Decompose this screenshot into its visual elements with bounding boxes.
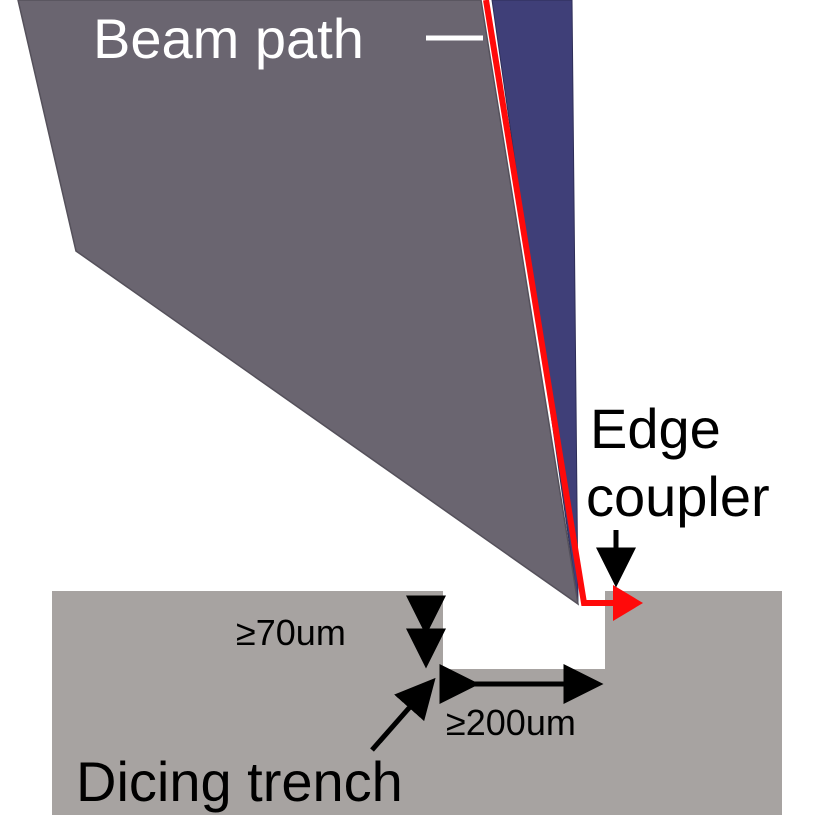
trench-depth-label: ≥70um	[236, 612, 346, 653]
edge-coupler-label-line1: Edge	[590, 397, 721, 460]
edge-coupler-label-line2: coupler	[586, 465, 770, 528]
fiber-block-face	[17, 0, 580, 606]
trench-width-label: ≥200um	[446, 702, 576, 743]
beam-path-line	[483, 0, 643, 621]
dicing-trench-label: Dicing trench	[76, 750, 403, 813]
dicing-trench-pointer-arrow	[370, 677, 436, 752]
beam-path-label: Beam path	[93, 7, 364, 70]
